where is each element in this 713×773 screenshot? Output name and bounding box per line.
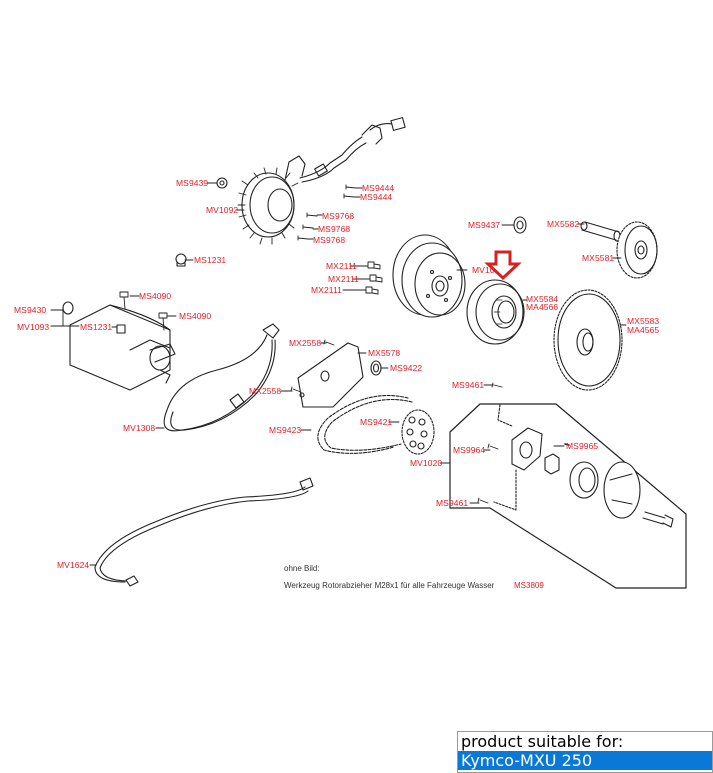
- bolts-ms4090-part: [119, 291, 168, 331]
- bolts-mx2558-part: [290, 339, 335, 393]
- part-label[interactable]: MX2111: [311, 285, 342, 295]
- starter-clutch-part: [466, 279, 525, 345]
- part-label[interactable]: MA4565: [627, 325, 660, 335]
- part-label[interactable]: MX2558: [289, 338, 322, 348]
- part-label[interactable]: MS4090: [139, 291, 172, 301]
- part-label[interactable]: MS9768: [318, 224, 351, 234]
- part-label[interactable]: MV1093: [17, 322, 50, 332]
- washer-ms9437-part: [513, 216, 527, 234]
- tool-description: Werkzeug Rotorabzieher M28x1 für alle Fa…: [284, 581, 495, 590]
- part-label[interactable]: MS9444: [360, 192, 393, 202]
- oil-pump-assembly-box: [449, 403, 687, 589]
- part-label[interactable]: MV10: [472, 265, 495, 275]
- tool-part-code[interactable]: MS3809: [514, 581, 544, 590]
- suitability-listbox[interactable]: product suitable for: Kymco-MXU 250: [457, 731, 713, 773]
- without-image-heading: ohne Bild:: [284, 564, 320, 573]
- part-label[interactable]: MX5581: [582, 253, 615, 263]
- part-label[interactable]: MX5584: [526, 294, 559, 304]
- part-label[interactable]: MS4090: [179, 311, 212, 321]
- part-label[interactable]: MS9444: [362, 183, 395, 193]
- nut-ms1231-part: [175, 253, 187, 267]
- highlight-arrow-icon: [484, 250, 522, 281]
- sprocket-part: [401, 409, 435, 455]
- driven-gear-part: [553, 289, 623, 391]
- part-label[interactable]: MX2558: [249, 386, 282, 396]
- shaft-mx5582-part: [580, 221, 621, 242]
- part-label[interactable]: MS1231: [194, 255, 227, 265]
- suitability-heading: product suitable for:: [461, 732, 624, 751]
- part-label[interactable]: MX5583: [627, 316, 660, 326]
- small-screws-part: [297, 184, 357, 241]
- bolts-mx2111-part: [365, 261, 383, 295]
- leader-lines: [50, 182, 627, 566]
- part-label[interactable]: MV1308: [123, 423, 156, 433]
- suitable-model-option[interactable]: Kymco-MXU 250: [458, 751, 712, 770]
- part-label[interactable]: MX5582: [547, 219, 580, 229]
- part-label[interactable]: MS9461: [452, 380, 485, 390]
- stator-coil-part: [237, 117, 406, 245]
- part-label[interactable]: MS9421: [360, 417, 393, 427]
- part-label[interactable]: MA4566: [526, 302, 559, 312]
- part-label[interactable]: MS9768: [322, 211, 355, 221]
- part-label[interactable]: MV1020: [410, 458, 443, 468]
- part-label[interactable]: MS9461: [436, 498, 469, 508]
- starter-motor-part: [62, 301, 176, 391]
- part-label[interactable]: MS9437: [468, 220, 501, 230]
- part-label[interactable]: MS9965: [566, 441, 599, 451]
- seal-ms9422-part: [370, 360, 382, 376]
- starter-cable-part: [163, 323, 280, 432]
- part-label[interactable]: MX5578: [368, 348, 401, 358]
- part-label[interactable]: MS9964: [453, 445, 486, 455]
- oil-pump-parts: [477, 382, 674, 528]
- part-label[interactable]: MS9422: [390, 363, 423, 373]
- part-label[interactable]: MS9439: [176, 178, 209, 188]
- part-label[interactable]: MV1624: [57, 560, 90, 570]
- nut-ms9439-part: [216, 177, 228, 189]
- part-label[interactable]: MS9768: [313, 235, 346, 245]
- part-label[interactable]: MS9423: [269, 425, 302, 435]
- flywheel-rotor-part: [392, 234, 466, 318]
- part-label[interactable]: MV1092: [206, 205, 239, 215]
- sprocket-cover-part: [297, 342, 364, 408]
- idle-gear-part: [616, 221, 658, 279]
- part-label[interactable]: MS9430: [14, 305, 47, 315]
- part-label[interactable]: MX2111: [328, 274, 359, 284]
- chain-part: [317, 395, 413, 454]
- part-label[interactable]: MS1231: [80, 322, 113, 332]
- long-cable-part: [94, 477, 314, 587]
- part-label[interactable]: MX2111: [326, 261, 357, 271]
